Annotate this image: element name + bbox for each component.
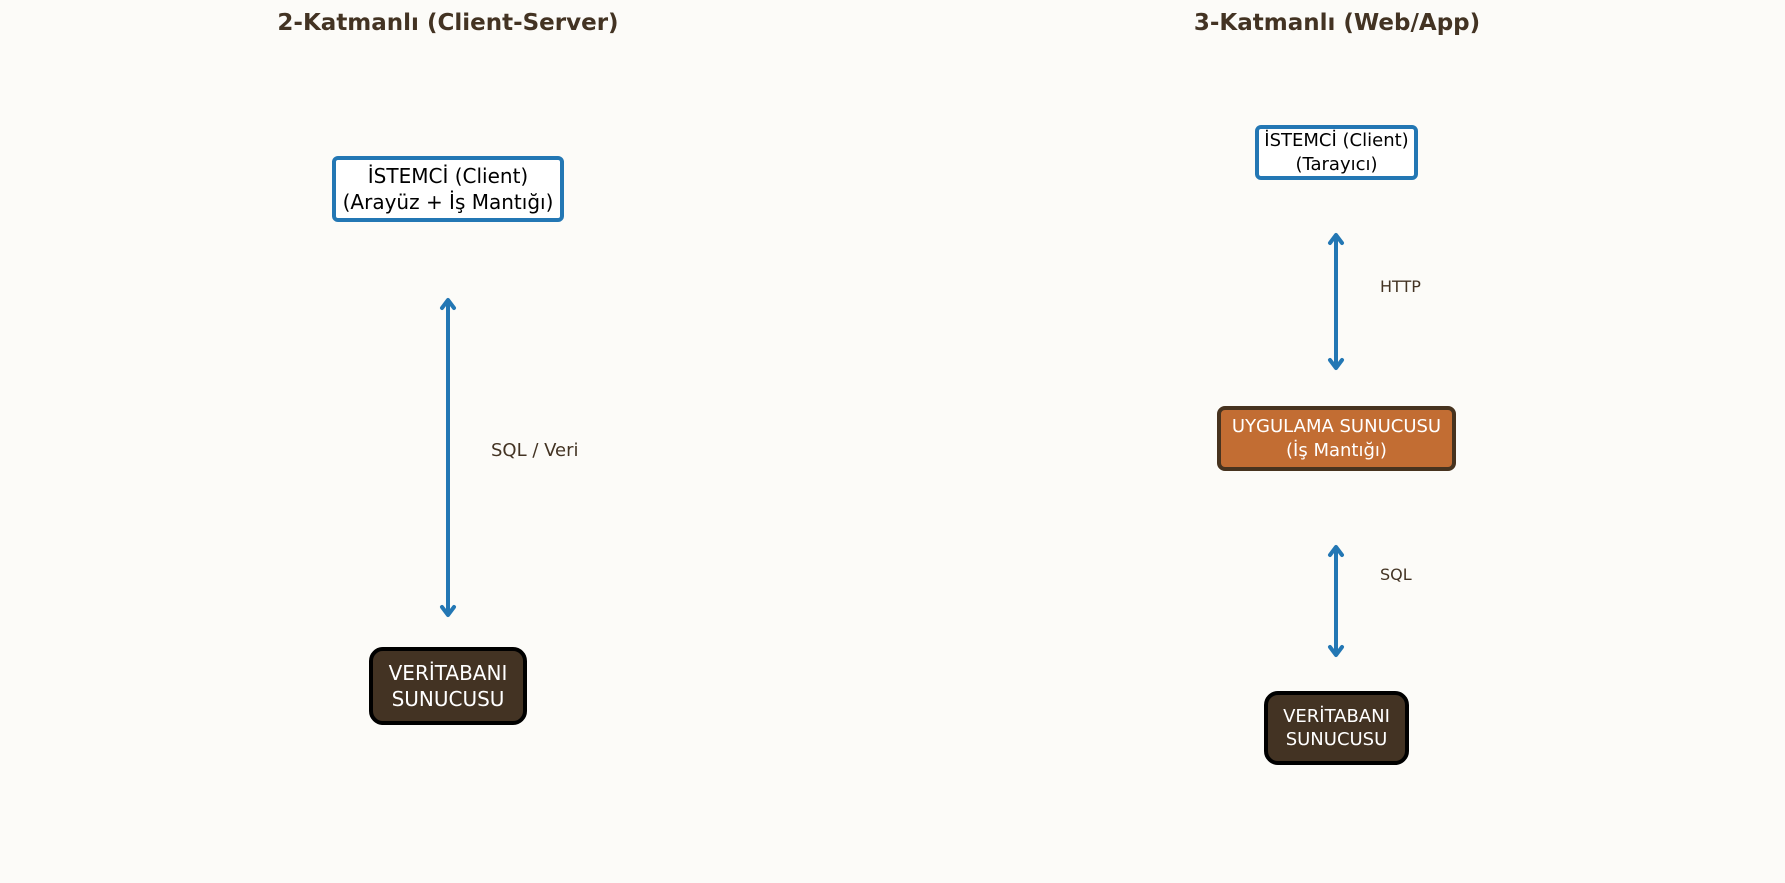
- two-tier-db-node: VERİTABANI SUNUCUSU: [369, 647, 527, 725]
- three-tier-db-label: VERİTABANI: [1283, 705, 1390, 727]
- three-tier-link1-label: HTTP: [1380, 277, 1421, 296]
- three-tier-sql-arrow: [1328, 545, 1344, 657]
- three-tier-client-sublabel: (Tarayıcı): [1295, 153, 1378, 175]
- two-tier-bidirectional-arrow: [440, 298, 456, 617]
- two-tier-client-label: İSTEMCİ (Client): [367, 164, 529, 188]
- two-tier-link-label: SQL / Veri: [491, 440, 579, 461]
- three-tier-client-node: İSTEMCİ (Client) (Tarayıcı): [1255, 125, 1418, 180]
- three-tier-app-label: UYGULAMA SUNUCUSU: [1231, 416, 1442, 438]
- two-tier-client-node: İSTEMCİ (Client) (Arayüz + İş Mantığı): [332, 156, 564, 222]
- two-tier-db-sublabel: SUNUCUSU: [391, 687, 505, 711]
- three-tier-app-sublabel: (İş Mantığı): [1286, 439, 1387, 461]
- three-tier-db-sublabel: SUNUCUSU: [1285, 729, 1388, 750]
- three-tier-client-label: İSTEMCİ (Client): [1264, 130, 1409, 152]
- three-tier-http-arrow: [1328, 233, 1344, 370]
- two-tier-client-sublabel: (Arayüz + İş Mantığı): [342, 190, 554, 214]
- three-tier-title: 3-Katmanlı (Web/App): [1193, 10, 1481, 36]
- two-tier-db-label: VERİTABANI: [388, 661, 508, 685]
- three-tier-link2-label: SQL: [1380, 565, 1412, 584]
- three-tier-db-node: VERİTABANI SUNUCUSU: [1264, 691, 1409, 765]
- two-tier-title: 2-Katmanlı (Client-Server): [277, 10, 619, 36]
- three-tier-app-server-node: UYGULAMA SUNUCUSU (İş Mantığı): [1217, 406, 1456, 471]
